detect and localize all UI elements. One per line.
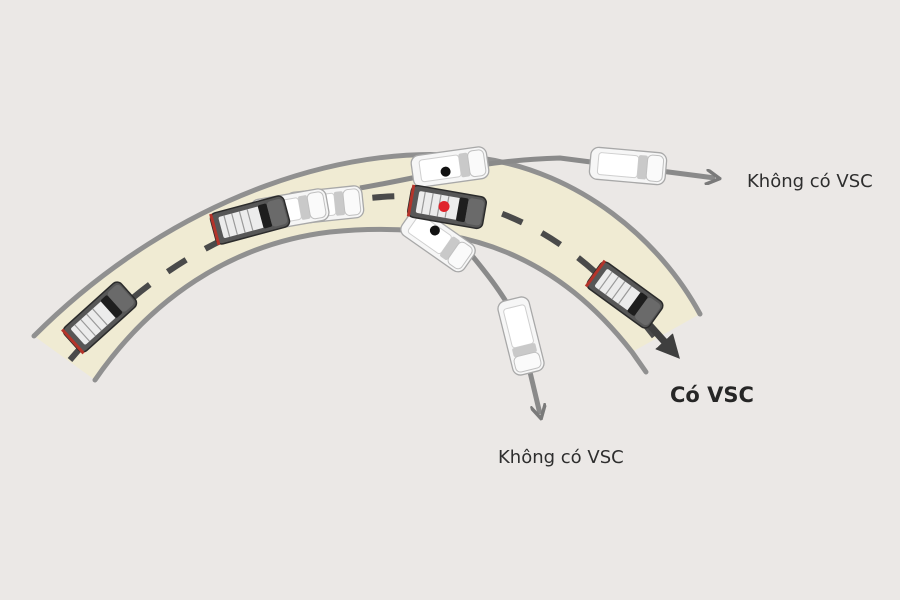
car-drift-top-2 — [588, 146, 668, 186]
center-dash-line — [67, 192, 663, 362]
label-without-vsc-bottom: Không có VSC — [498, 447, 624, 468]
car-spin-bottom-2 — [495, 294, 547, 378]
label-without-vsc-top: Không có VSC — [747, 171, 873, 192]
road-surface — [34, 154, 700, 380]
marker-black — [440, 166, 451, 177]
marker-red — [438, 200, 450, 212]
car-vsc-center — [406, 183, 488, 231]
label-with-vsc: Có VSC — [670, 383, 754, 407]
road-inner-edge — [92, 226, 649, 383]
car-spin-bottom — [397, 204, 479, 276]
marker-black — [429, 225, 440, 236]
car-drift-top-1 — [409, 145, 491, 189]
